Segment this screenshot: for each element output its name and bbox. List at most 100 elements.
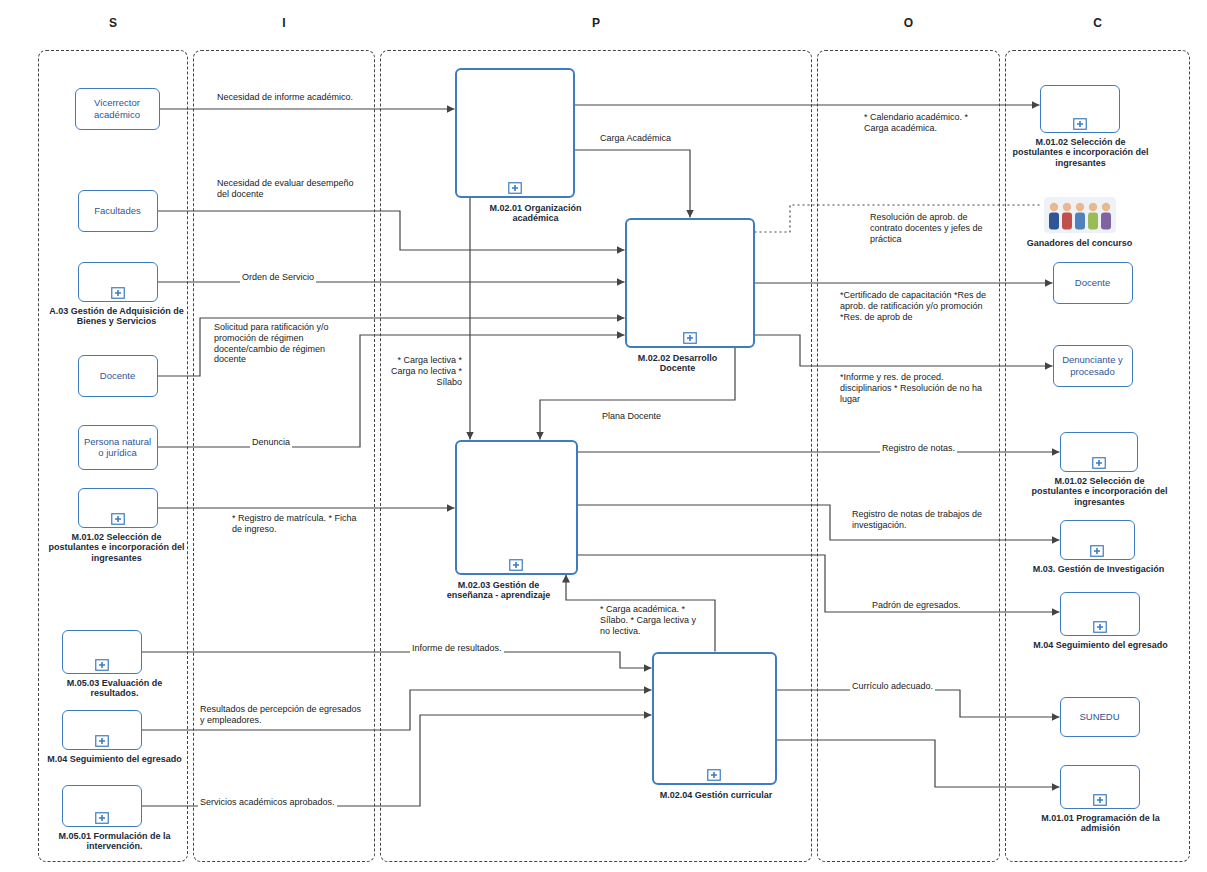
expand-icon-plus xyxy=(513,562,519,568)
edge-label: Necesidad de informe académico. xyxy=(215,92,355,103)
module-box: M.05.01 Formulación de la intervención. xyxy=(62,785,142,827)
expand-icon xyxy=(509,559,523,571)
edge-label: Resultados de percepción de egresados y … xyxy=(198,704,370,726)
column-band: PM.02.01 Organización académicaM.02.02 D… xyxy=(380,50,812,862)
edge-label-wrap: Registro de notas de trabajos de investi… xyxy=(850,509,990,532)
person-body xyxy=(1062,212,1072,229)
box-text: Persona natural o jurídica xyxy=(83,436,153,459)
expand-icon-frame xyxy=(1093,794,1106,805)
module-box: M.01.02 Selección de postulantes e incor… xyxy=(1040,85,1120,133)
box-text: Docente xyxy=(100,370,135,381)
edge-label-wrap: * Registro de matrícula. * Ficha de ingr… xyxy=(230,513,370,536)
module-label-wrap: M.02.01 Organización académica xyxy=(480,203,592,225)
column-band: SVicerrector académicoFacultadesA.03 Ges… xyxy=(38,50,188,862)
module-label-wrap: M.02.04 Gestión curricular xyxy=(654,790,779,801)
flow-connector xyxy=(755,335,1053,366)
edge-label-wrap: *Informe y res. de proced. disciplinario… xyxy=(838,372,993,406)
module-label-wrap: M.05.01 Formulación de la intervención. xyxy=(45,831,185,853)
edge-label: * Calendario académico. * Carga académic… xyxy=(862,112,992,134)
people-illustration xyxy=(1040,195,1120,235)
module-box: M.01.01 Programación de la admisión xyxy=(1060,765,1140,809)
flow-connector xyxy=(158,318,625,376)
person-head xyxy=(1101,202,1109,210)
expand-icon-plus xyxy=(115,516,121,522)
box-text: SUNEDU xyxy=(1079,711,1119,722)
edge-label: Denuncia xyxy=(250,437,292,448)
module-label: M.05.03 Evaluación de resultados. xyxy=(45,678,185,700)
edge-label-wrap: Padrón de egresados. xyxy=(870,594,995,612)
supplier-box: Persona natural o jurídica xyxy=(78,425,158,470)
module-box: M.04 Seguimiento del egresado xyxy=(62,710,142,750)
module-label-wrap: M.01.01 Programación de la admisión xyxy=(1031,813,1171,835)
column-header: I xyxy=(282,16,285,30)
column-header: O xyxy=(904,16,913,30)
edge-label: Necesidad de evaluar desempeño del docen… xyxy=(215,178,370,200)
client-box: Denunciante y procesado xyxy=(1053,345,1133,387)
supplier-box: Facultades xyxy=(78,190,158,232)
expand-icon xyxy=(1093,794,1107,806)
flow-connector xyxy=(540,348,735,440)
edge-label: Padrón de egresados. xyxy=(870,600,963,611)
expand-icon-plus xyxy=(1096,460,1102,466)
expand-icon-plus xyxy=(1077,121,1083,127)
process-box: M.02.02 Desarrollo Docente xyxy=(625,218,755,348)
module-label: M.05.01 Formulación de la intervención. xyxy=(45,831,185,853)
edge-label-wrap: *Certificado de capacitación *Res de apr… xyxy=(838,290,993,324)
module-label-wrap: M.03. Gestión de Investigación xyxy=(1029,564,1169,575)
box-text: Vicerrector académico xyxy=(80,97,155,120)
edge-label-wrap: * Carga académica. * Sílabo. * Carga lec… xyxy=(598,604,708,638)
module-box: M.03. Gestión de Investigación xyxy=(1060,520,1135,560)
column-band: O xyxy=(817,50,1000,862)
flow-connector xyxy=(578,505,1060,540)
module-label: M.02.01 Organización académica xyxy=(480,203,592,225)
edge-label-wrap: * Carga lectiva * Carga no lectiva * Síl… xyxy=(382,355,464,389)
person-head xyxy=(1088,202,1096,210)
module-label: M.01.02 Selección de postulantes e incor… xyxy=(1030,476,1170,508)
expand-icon-frame xyxy=(708,769,721,780)
flow-connector xyxy=(777,740,1060,787)
expand-icon xyxy=(683,332,697,344)
edge-label-wrap: Currículo adecuado. xyxy=(850,675,955,693)
flow-connector xyxy=(158,507,455,508)
flow-connector xyxy=(575,150,691,218)
module-label: M.02.02 Desarrollo Docente xyxy=(627,353,729,375)
edge-label-wrap: Informe de resultados. xyxy=(410,637,530,655)
expand-icon-plus xyxy=(1094,548,1100,554)
module-label-wrap: Ganadores del concurso xyxy=(1010,238,1150,249)
edge-label: * Registro de matrícula. * Ficha de ingr… xyxy=(230,513,370,535)
column-band: CM.01.02 Selección de postulantes e inco… xyxy=(1005,50,1190,862)
edge-label: Currículo adecuado. xyxy=(850,681,935,692)
box-text: Facultades xyxy=(94,205,140,216)
module-label: M.01.01 Programación de la admisión xyxy=(1031,813,1171,835)
person-head xyxy=(1062,202,1070,210)
module-box: M.01.02 Selección de postulantes e incor… xyxy=(1060,432,1138,472)
edge-label: *Certificado de capacitación *Res de apr… xyxy=(838,290,993,322)
expand-icon-plus xyxy=(115,290,121,296)
flow-connector xyxy=(158,281,625,282)
flow-connector xyxy=(755,205,1040,232)
box-text: Docente xyxy=(1075,277,1110,288)
flow-connector xyxy=(578,451,1060,452)
supplier-box: Docente xyxy=(78,355,158,397)
client-box: Docente xyxy=(1053,262,1133,304)
edge-label-wrap: Servicios académicos aprobados. xyxy=(198,791,370,809)
flow-connector xyxy=(566,575,715,652)
edge-label: * Carga lectiva * Carga no lectiva * Síl… xyxy=(382,355,464,387)
edge-label-wrap: Solicitud para ratificación y/o promoció… xyxy=(212,322,352,366)
supplier-box: Vicerrector académico xyxy=(75,88,160,130)
module-box: M.04 Seguimiento del egresado xyxy=(1060,592,1140,636)
module-label-wrap: M.04 Seguimiento del egresado xyxy=(1031,640,1171,651)
column-header-wrap: C xyxy=(1006,13,1189,31)
edge-label-wrap: Plana Docente xyxy=(600,405,690,423)
module-label: Ganadores del concurso xyxy=(1010,238,1150,249)
process-box: M.02.04 Gestión curricular xyxy=(652,652,777,785)
expand-icon-frame xyxy=(510,559,523,570)
module-label: M.02.03 Gestión de enseñanza - aprendiza… xyxy=(440,580,558,602)
expand-icon-frame xyxy=(1091,545,1104,556)
edge-label: Solicitud para ratificación y/o promoció… xyxy=(212,322,352,365)
people-icon: Ganadores del concurso xyxy=(1040,195,1120,235)
expand-icon-frame xyxy=(508,182,521,193)
box-text: Denunciante y procesado xyxy=(1058,354,1128,377)
expand-icon-frame xyxy=(111,287,124,298)
